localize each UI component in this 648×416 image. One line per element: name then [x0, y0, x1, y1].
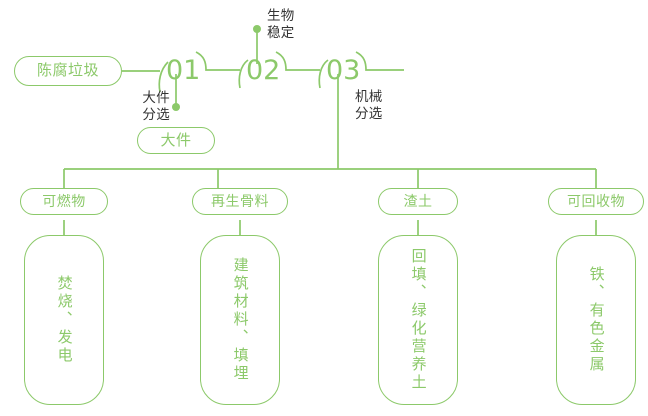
caption-step-02-line1: 生物 — [267, 8, 295, 23]
box-usage-4[interactable]: 铁、有色金属 — [556, 235, 636, 405]
arc-02-left — [238, 59, 249, 89]
arc-01-left — [158, 61, 169, 93]
step-number-02[interactable]: 02 — [246, 55, 281, 86]
node-output-3[interactable]: 渣土 — [378, 188, 458, 215]
step-number-03[interactable]: 03 — [326, 55, 361, 86]
caption-step-02: 生物 稳定 — [267, 7, 295, 42]
output-1-label: 可燃物 — [42, 193, 86, 209]
node-source-stale-waste[interactable]: 陈腐垃圾 — [14, 56, 122, 86]
caption-step-03: 机械 分选 — [355, 88, 383, 123]
step-number-01[interactable]: 01 — [166, 55, 201, 86]
node-output-1[interactable]: 可燃物 — [20, 188, 108, 215]
caption-step-03-line1: 机械 — [355, 89, 383, 104]
output-bulky-label: 大件 — [160, 131, 192, 149]
source-label: 陈腐垃圾 — [36, 62, 99, 79]
dot-01-branch — [172, 103, 180, 111]
arc-01-right-to-02 — [195, 51, 240, 71]
caption-step-01-line2: 分选 — [142, 107, 170, 123]
usage-1-text: 焚烧、发电 — [55, 275, 73, 365]
usage-3-text: 回填、绿化营养土 — [409, 248, 427, 392]
arc-02-right-to-03 — [275, 51, 320, 71]
caption-step-03-line2: 分选 — [355, 106, 383, 122]
box-usage-3[interactable]: 回填、绿化营养土 — [378, 235, 458, 405]
box-usage-2[interactable]: 建筑材料、填埋 — [200, 235, 280, 405]
caption-step-01: 大件 分选 — [126, 89, 170, 124]
caption-step-02-line2: 稳定 — [267, 25, 295, 41]
output-2-label: 再生骨料 — [211, 193, 269, 209]
arc-03-left — [318, 59, 329, 89]
usage-4-text: 铁、有色金属 — [587, 266, 605, 374]
arc-03-right-tail — [355, 51, 404, 71]
node-output-2[interactable]: 再生骨料 — [192, 188, 288, 215]
node-output-bulky[interactable]: 大件 — [137, 127, 215, 154]
box-usage-1[interactable]: 焚烧、发电 — [24, 235, 104, 405]
output-3-label: 渣土 — [403, 193, 433, 209]
usage-2-text: 建筑材料、填埋 — [231, 257, 249, 383]
caption-step-01-line1: 大件 — [142, 90, 170, 105]
dot-02-branch — [253, 25, 261, 33]
output-4-label: 可回收物 — [567, 193, 625, 209]
node-output-4[interactable]: 可回收物 — [548, 188, 644, 215]
